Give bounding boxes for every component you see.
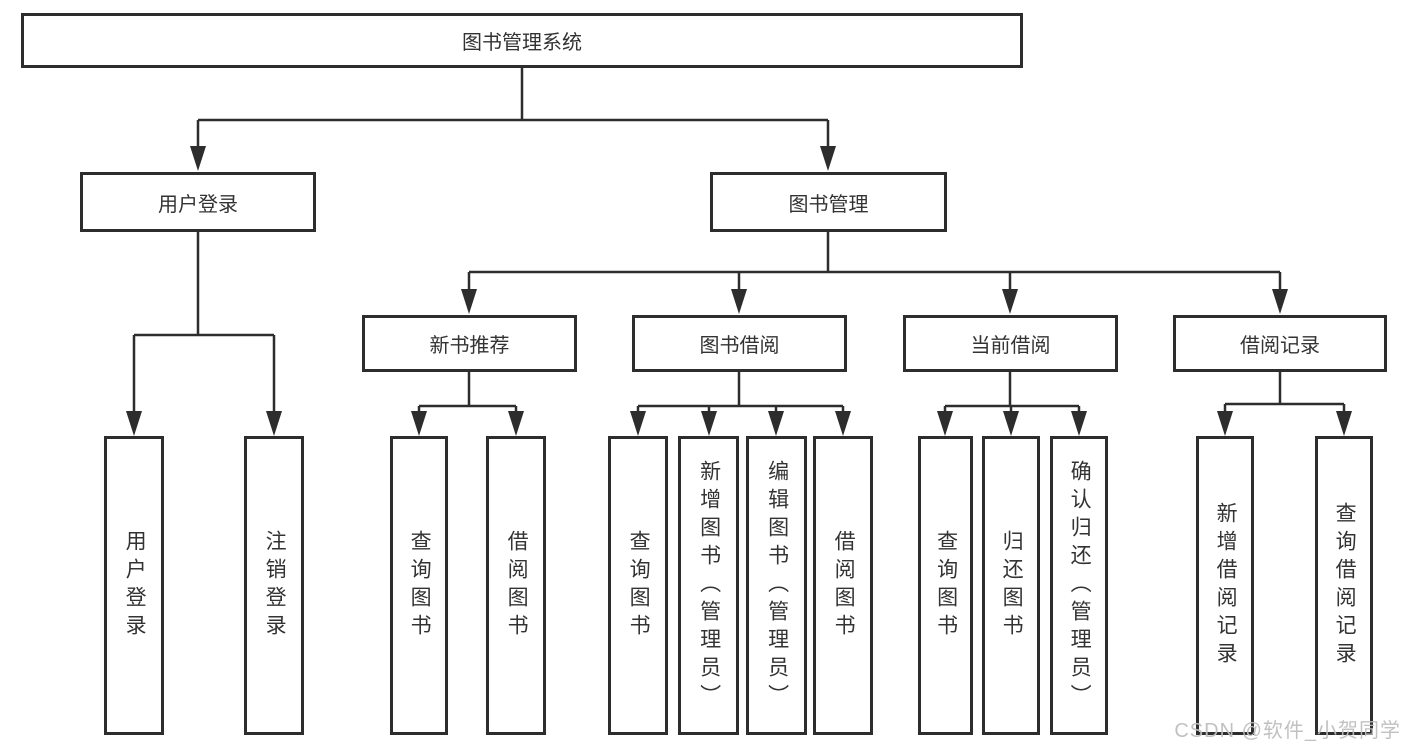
- leaf-borrow-query-books-label: 查询图书: [627, 529, 651, 642]
- leaf-recommend-borrow-books: 借阅图书: [486, 436, 546, 735]
- leaf-confirm-return-admin-label: 确认归还（管理员）: [1068, 459, 1092, 712]
- leaf-edit-books-admin-label: 编辑图书（管理员）: [765, 459, 789, 712]
- node-new-book-recommend-label: 新书推荐: [429, 335, 510, 357]
- node-borrow-records: 借阅记录: [1173, 315, 1387, 372]
- node-current-borrow-label: 当前借阅: [970, 335, 1051, 357]
- leaf-borrow-books-label: 借阅图书: [832, 529, 856, 642]
- node-new-book-recommend: 新书推荐: [362, 315, 577, 372]
- node-book-borrow: 图书借阅: [632, 315, 847, 372]
- node-user-login: 用户登录: [80, 172, 316, 232]
- leaf-borrow-query-books: 查询图书: [608, 436, 668, 735]
- leaf-query-borrow-record-label: 查询借阅记录: [1333, 501, 1357, 670]
- node-book-management: 图书管理: [710, 172, 947, 232]
- leaf-add-borrow-record-label: 新增借阅记录: [1214, 501, 1238, 670]
- leaf-user-login-label: 用户登录: [123, 529, 147, 642]
- leaf-logout: 注销登录: [244, 436, 304, 735]
- leaf-query-borrow-record: 查询借阅记录: [1315, 436, 1373, 735]
- leaf-borrow-books: 借阅图书: [813, 436, 873, 735]
- leaf-recommend-borrow-books-label: 借阅图书: [505, 529, 529, 642]
- node-book-management-label: 图书管理: [788, 193, 869, 216]
- node-user-login-label: 用户登录: [158, 193, 238, 216]
- leaf-current-query-books: 查询图书: [918, 436, 973, 735]
- leaf-add-borrow-record: 新增借阅记录: [1196, 436, 1254, 735]
- leaf-confirm-return-admin: 确认归还（管理员）: [1050, 436, 1108, 735]
- node-borrow-records-label: 借阅记录: [1240, 335, 1320, 357]
- csdn-watermark: CSDN @软件_小贺同学: [1174, 720, 1401, 742]
- leaf-user-login: 用户登录: [104, 436, 164, 735]
- leaf-recommend-query-books-label: 查询图书: [408, 529, 432, 642]
- leaf-edit-books-admin: 编辑图书（管理员）: [746, 436, 807, 735]
- leaf-add-books-admin-label: 新增图书（管理员）: [697, 459, 721, 712]
- node-current-borrow: 当前借阅: [903, 315, 1118, 372]
- node-root-label: 图书管理系统: [462, 32, 582, 54]
- node-root: 图书管理系统: [21, 13, 1023, 68]
- leaf-recommend-query-books: 查询图书: [390, 436, 448, 735]
- leaf-return-books: 归还图书: [982, 436, 1040, 735]
- node-book-borrow-label: 图书借阅: [699, 335, 780, 357]
- leaf-logout-label: 注销登录: [263, 529, 287, 642]
- arrowheads: [126, 146, 1352, 436]
- leaf-current-query-books-label: 查询图书: [934, 529, 958, 642]
- leaf-add-books-admin: 新增图书（管理员）: [678, 436, 739, 735]
- leaf-return-books-label: 归还图书: [1000, 529, 1024, 642]
